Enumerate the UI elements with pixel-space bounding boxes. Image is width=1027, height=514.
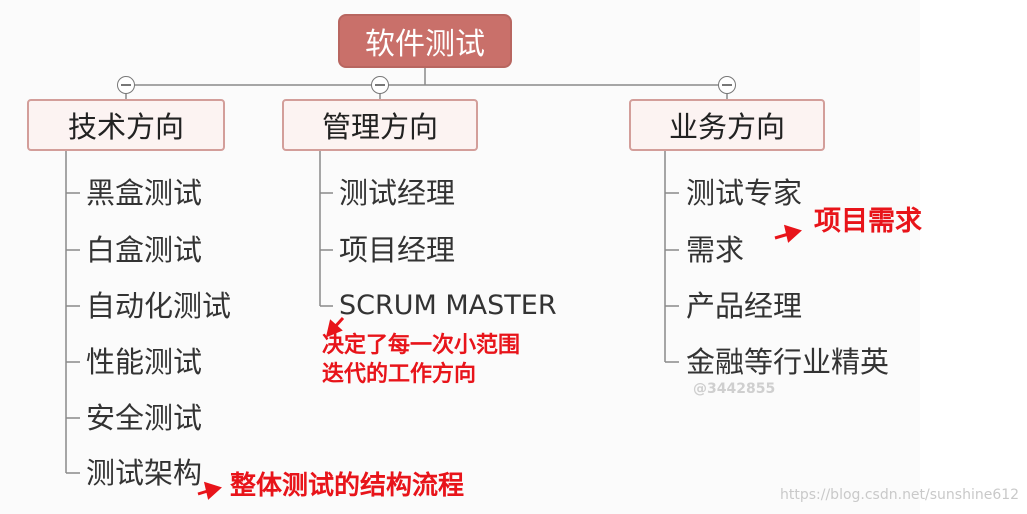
requirement-note: 项目需求 — [814, 206, 922, 237]
leaf-project-manager[interactable]: 项目经理 — [339, 233, 456, 267]
leaf-requirements[interactable]: 需求 — [686, 233, 745, 267]
root-node[interactable]: 软件测试 — [338, 14, 512, 68]
collapse-tech-icon[interactable] — [117, 76, 135, 94]
leaf-automation-testing[interactable]: 自动化测试 — [86, 289, 232, 323]
architecture-note: 整体测试的结构流程 — [230, 471, 465, 501]
inner-watermark: @3442855 — [693, 381, 776, 397]
scrum-note-line2: 迭代的工作方向 — [322, 362, 477, 387]
scrum-note-line1: 决定了每一次小范围 — [322, 333, 521, 358]
leaf-whitebox-testing[interactable]: 白盒测试 — [86, 233, 203, 267]
collapse-biz-icon[interactable] — [718, 76, 736, 94]
leaf-industry-elite[interactable]: 金融等行业精英 — [686, 345, 890, 379]
leaf-blackbox-testing[interactable]: 黑盒测试 — [86, 176, 203, 210]
branch-biz-label: 业务方向 — [668, 110, 785, 144]
branch-mgmt-label: 管理方向 — [321, 110, 438, 144]
branch-biz[interactable]: 业务方向 — [629, 99, 825, 151]
branch-tech[interactable]: 技术方向 — [27, 99, 225, 151]
branch-mgmt[interactable]: 管理方向 — [282, 99, 478, 151]
leaf-performance-testing[interactable]: 性能测试 — [86, 345, 203, 379]
leaf-security-testing[interactable]: 安全测试 — [86, 401, 203, 435]
root-label: 软件测试 — [365, 27, 485, 62]
branch-tech-label: 技术方向 — [67, 110, 184, 144]
leaf-test-manager[interactable]: 测试经理 — [339, 176, 456, 210]
leaf-test-expert[interactable]: 测试专家 — [686, 176, 803, 210]
corner-watermark: https://blog.csdn.net/sunshine612 — [780, 487, 1020, 503]
leaf-scrum-master[interactable]: SCRUM MASTER — [339, 290, 557, 321]
leaf-product-manager[interactable]: 产品经理 — [686, 289, 803, 323]
leaf-test-architecture[interactable]: 测试架构 — [86, 456, 203, 490]
collapse-mgmt-icon[interactable] — [371, 76, 389, 94]
